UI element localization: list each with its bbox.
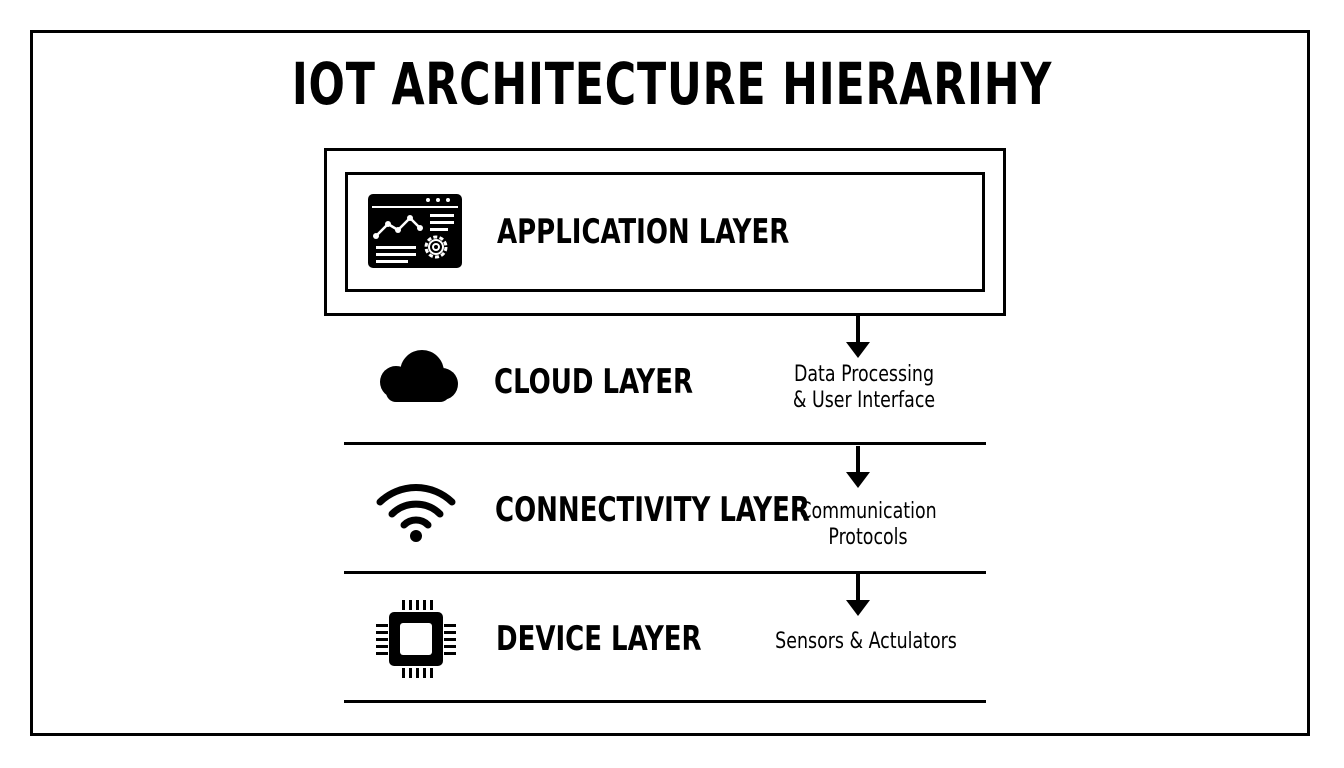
- application-layer-box: [345, 172, 985, 292]
- cloud-icon: [372, 350, 460, 404]
- dashboard-icon: [368, 194, 462, 268]
- layer-divider: [344, 571, 986, 574]
- chip-icon: [376, 600, 456, 678]
- layer-divider: [344, 442, 986, 445]
- arrow-down-icon: [846, 316, 870, 360]
- wifi-icon: [376, 480, 456, 544]
- layer-divider: [344, 700, 986, 703]
- description-line: Data Processing: [793, 362, 935, 387]
- diagram-title: IOT ARCHITECTURE HIERARIHY: [291, 50, 1053, 118]
- connectivity-layer-label: CONNECTIVITY LAYER: [495, 490, 810, 530]
- arrow-down-icon: [846, 574, 870, 618]
- device-layer-description: Sensors & Actulators: [769, 629, 963, 655]
- description-line: Sensors & Actulators: [775, 629, 957, 654]
- application-layer-outer-box: [324, 148, 1006, 316]
- cloud-layer-description: Data Processing & User Interface: [776, 362, 952, 414]
- cloud-layer-label: CLOUD LAYER: [494, 362, 694, 402]
- diagram-frame: [30, 30, 1310, 736]
- description-line: & User Interface: [792, 388, 936, 413]
- description-line: Protocols: [828, 525, 908, 550]
- description-line: Communication: [799, 499, 937, 524]
- application-layer-label: APPLICATION LAYER: [497, 212, 790, 252]
- device-layer-label: DEVICE LAYER: [496, 619, 702, 659]
- connectivity-layer-description: Communication Protocols: [780, 499, 956, 551]
- arrow-down-icon: [846, 446, 870, 490]
